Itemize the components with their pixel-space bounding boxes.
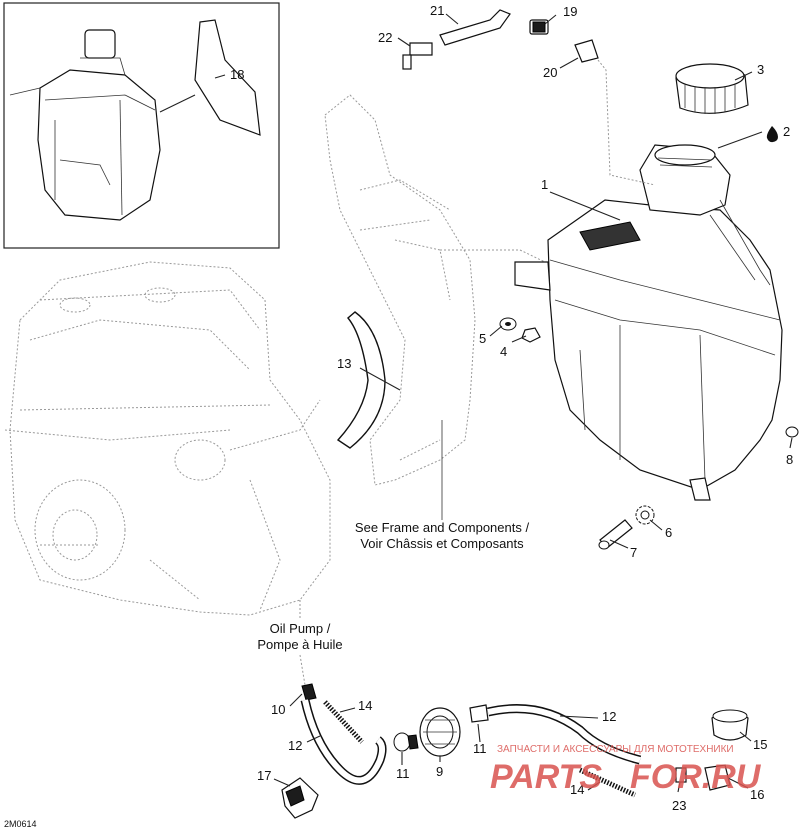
document-code: 2M0614 — [4, 819, 37, 829]
callout-10: 10 — [271, 702, 285, 717]
callout-numbers: 1 2 3 4 5 6 7 8 9 10 11 11 12 12 13 14 1… — [230, 3, 793, 813]
washer-8 — [785, 426, 799, 438]
watermark-brand-left: PARTS — [490, 758, 602, 796]
callout-16: 16 — [750, 787, 764, 802]
frame-note-line1: See Frame and Components / — [355, 520, 530, 535]
callout-3: 3 — [757, 62, 764, 77]
callout-2: 2 — [783, 124, 790, 139]
guide-lines — [299, 600, 306, 686]
watermark: ЗАПЧАСТИ И АКСЕССУАРЫ ДЛЯ МОТОТЕХНИКИ PA… — [490, 744, 762, 796]
callout-11-right: 11 — [473, 741, 487, 756]
callout-4: 4 — [500, 344, 507, 359]
frame-bracket-outline — [324, 94, 546, 520]
nut-washer — [499, 317, 541, 343]
callout-19: 19 — [563, 4, 577, 19]
oil-tank-1 — [514, 144, 783, 501]
watermark-brand-right: FOR.RU — [630, 758, 762, 796]
callout-5: 5 — [479, 331, 486, 346]
callout-8: 8 — [786, 452, 793, 467]
callout-12-left: 12 — [288, 738, 302, 753]
callout-17: 17 — [257, 768, 271, 783]
callout-6: 6 — [665, 525, 672, 540]
callout-12-right: 12 — [602, 709, 616, 724]
callout-21: 21 — [430, 3, 444, 18]
callout-20: 20 — [543, 65, 557, 80]
callout-18: 18 — [230, 67, 244, 82]
oil-pump-note-line1: Oil Pump / — [270, 621, 331, 636]
callout-14-left: 14 — [358, 698, 372, 713]
callout-13: 13 — [337, 356, 351, 371]
inset-detail — [3, 2, 280, 249]
rubber-strip-13 — [336, 311, 386, 449]
frame-note-line2: Voir Châssis et Composants — [360, 536, 524, 551]
callout-11-left: 11 — [396, 766, 410, 781]
vent-fittings — [402, 9, 656, 186]
callout-1: 1 — [541, 177, 548, 192]
callout-14-right: 14 — [570, 782, 584, 797]
engine-outline — [4, 261, 331, 616]
callout-9: 9 — [436, 764, 443, 779]
callout-22: 22 — [378, 30, 392, 45]
filler-cap-3 — [675, 63, 749, 114]
callout-15: 15 — [753, 737, 767, 752]
drop-icon — [766, 126, 778, 143]
oil-pump-note-line2: Pompe à Huile — [257, 637, 342, 652]
callout-7: 7 — [630, 545, 637, 560]
leader-lines — [214, 13, 793, 793]
bolt-star-washer — [598, 505, 655, 550]
watermark-tagline: ЗАПЧАСТИ И АКСЕССУАРЫ ДЛЯ МОТОТЕХНИКИ — [497, 744, 734, 755]
callout-23: 23 — [672, 798, 686, 813]
